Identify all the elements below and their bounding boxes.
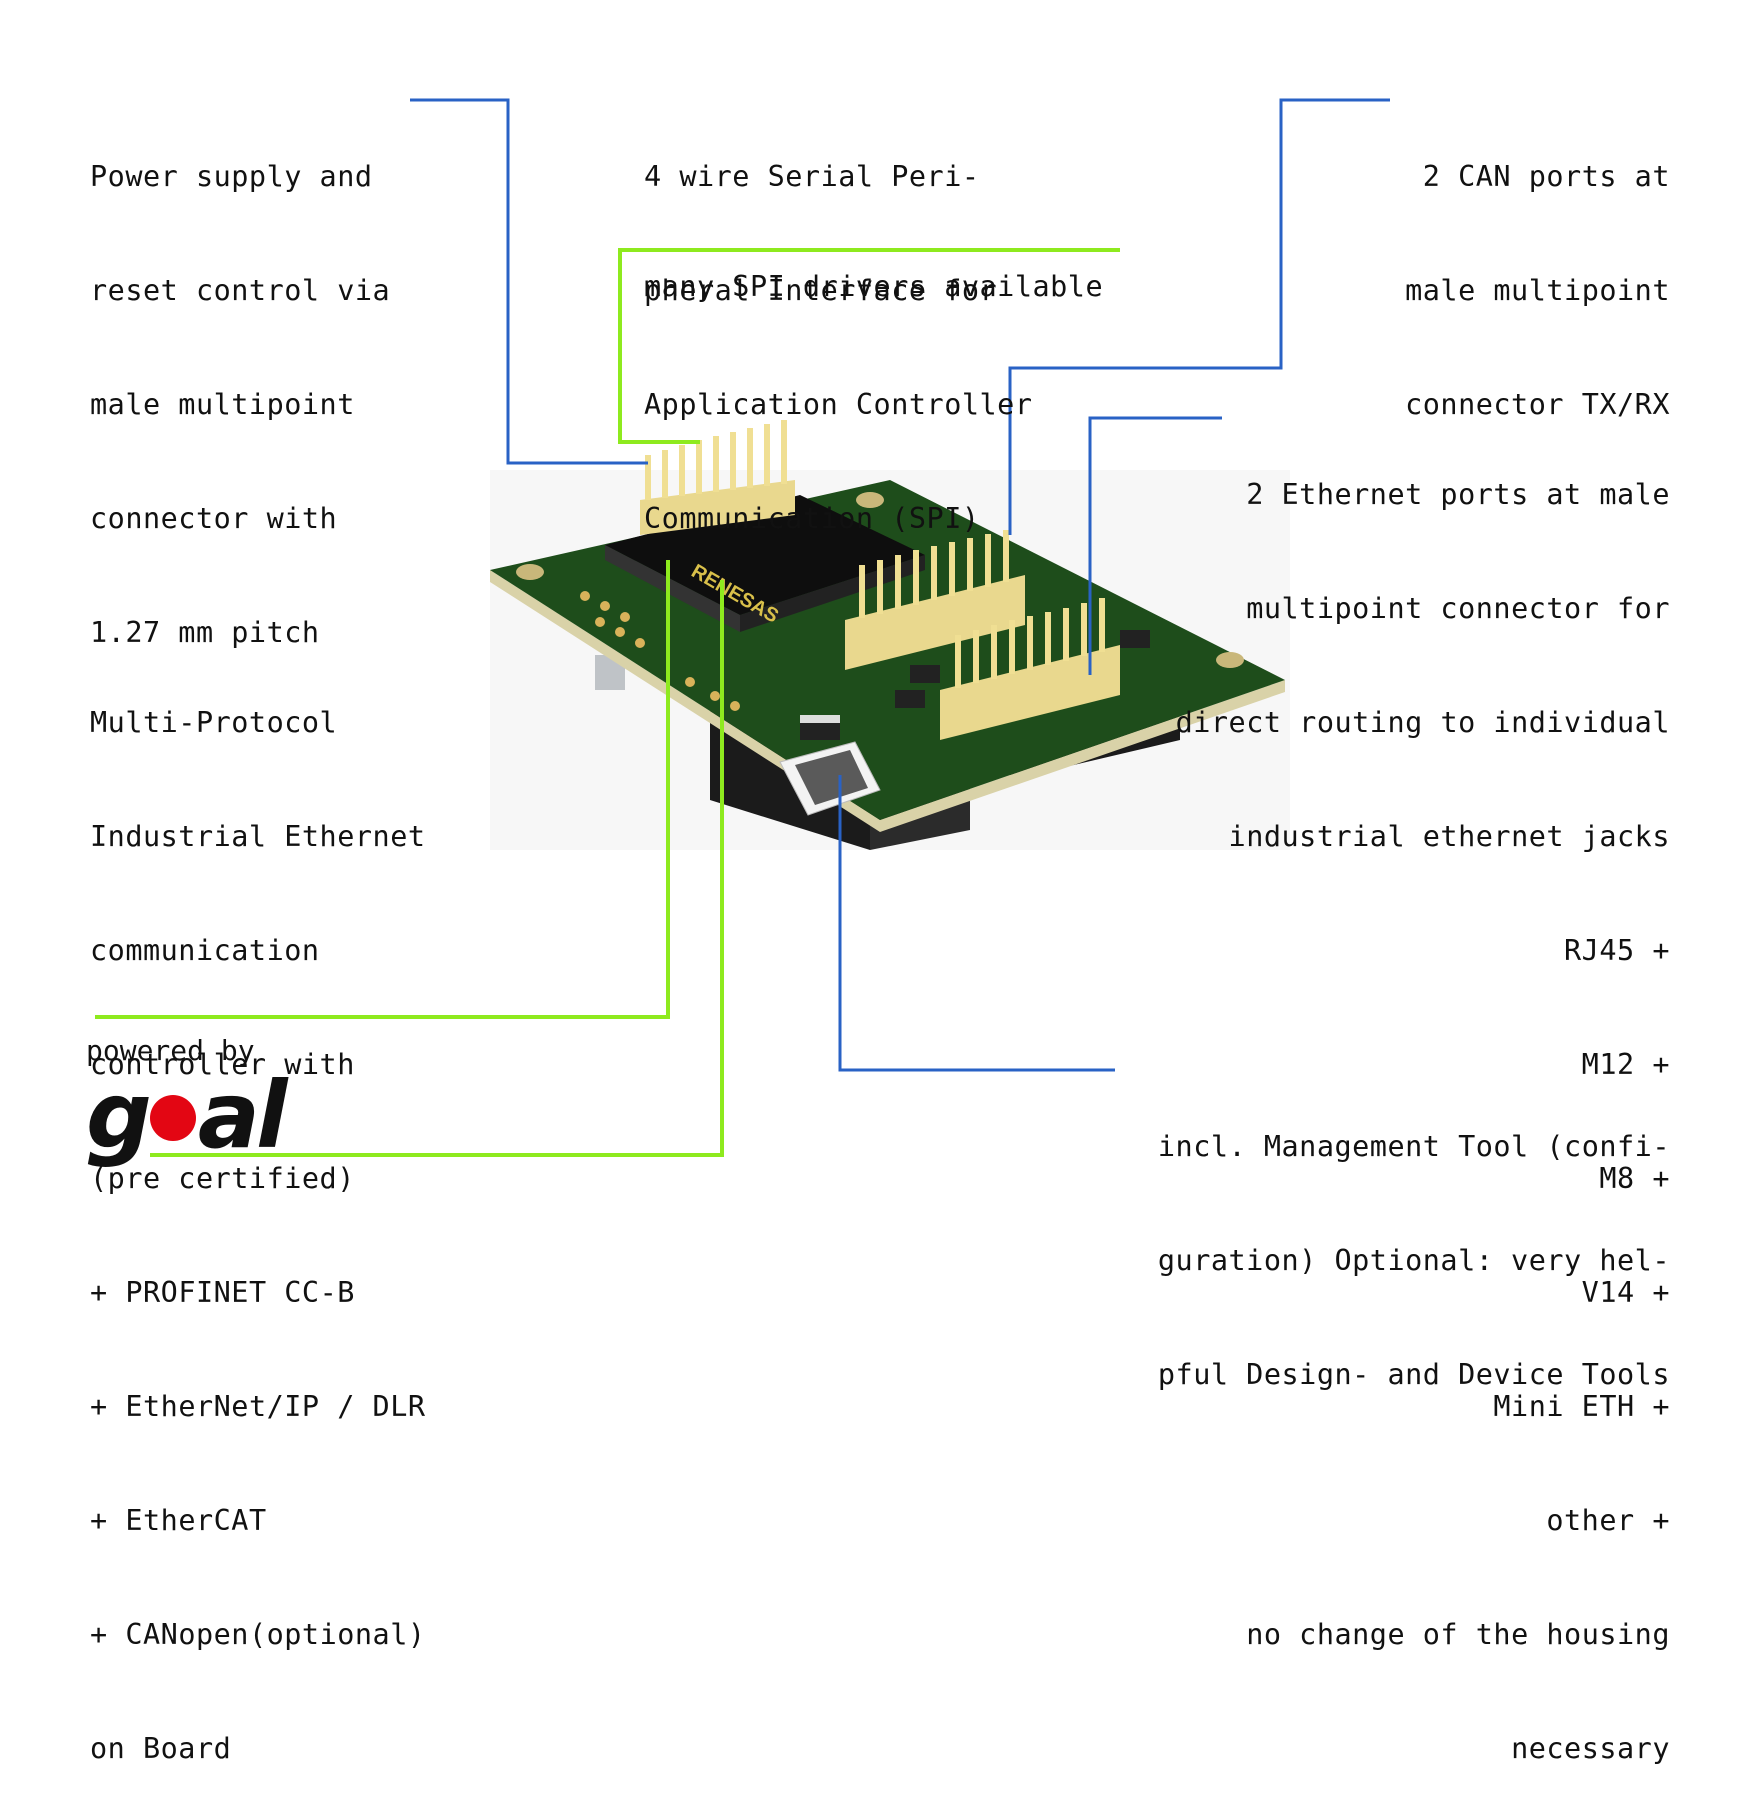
protocol-item: + EtherNet/IP / DLR [90, 1390, 426, 1423]
ethernet-label-line: 2 Ethernet ports at male [1246, 478, 1670, 511]
blue-leader-lines [410, 98, 1390, 1072]
spi-label-line: pheral Interface for [644, 274, 998, 307]
controller-label-line: (pre certified) [90, 1162, 355, 1195]
pads [580, 591, 740, 711]
ethernet-leader-line [1088, 416, 1222, 675]
management-leader-line [838, 775, 1115, 1072]
green-leader-lines [95, 248, 1120, 1157]
spi-drivers-label: many SPI drivers available [644, 270, 1104, 303]
spi-label-line: 4 wire Serial Peri- [644, 160, 980, 193]
management-label-line: guration) Optional: very hel- [1157, 1244, 1670, 1277]
protocol-item: + EtherCAT [90, 1504, 267, 1537]
ethernet-label-line: multipoint connector for [1246, 592, 1670, 625]
mount-hole [856, 492, 884, 508]
board-illustration: RENESAS [95, 98, 1390, 1157]
datamatrix-code [795, 750, 868, 805]
on-board-label: on Board [90, 1732, 232, 1765]
management-label-line: pful Design- and Device Tools [1157, 1358, 1670, 1391]
spi-label: 4 wire Serial Peri- pheral Interface for… [644, 82, 1033, 576]
controller-label-line: Industrial Ethernet [90, 820, 426, 853]
logo-leader-line [150, 580, 724, 1157]
can-pin-header [845, 530, 1025, 670]
goal-logo-dot [149, 1094, 196, 1141]
goal-logo-text: al [197, 1062, 288, 1169]
spi-label-line: Communication (SPI) [644, 502, 980, 535]
jack-item: other + [1546, 1504, 1670, 1537]
jack-item: M8 + [1599, 1162, 1670, 1195]
controller-label: Multi-Protocol Industrial Ethernet commu… [90, 628, 426, 1806]
smd-components [800, 630, 1150, 740]
ethernet-pin-header [940, 598, 1120, 740]
controller-label-line: Multi-Protocol [90, 706, 338, 739]
power-label-line: connector with [90, 502, 338, 535]
can-label-line: male multipoint [1405, 274, 1670, 307]
can-label-line: 2 CAN ports at [1422, 160, 1670, 193]
goal-logo-text: g [86, 1062, 152, 1169]
mount-hole [516, 564, 544, 580]
spi-label-line: Application Controller [644, 388, 1033, 421]
protocol-item: + PROFINET CC-B [90, 1276, 355, 1309]
powered-by-label: powered by [86, 1034, 255, 1067]
controller-label-line: communication [90, 934, 320, 967]
housing-label-line: necessary [1511, 1732, 1670, 1765]
jack-item: RJ45 + [1564, 934, 1670, 967]
power-label-line: male multipoint [90, 388, 355, 421]
management-label: incl. Management Tool (confi- guration) … [1158, 1052, 1670, 1432]
power-label-line: 1.27 mm pitch [90, 616, 320, 649]
main-chip-side [605, 545, 740, 632]
spi-leader-line [618, 248, 1120, 444]
can-label-line: connector TX/RX [1405, 388, 1670, 421]
power-label: Power supply and reset control via male … [90, 82, 390, 690]
can-label: 2 CAN ports at male multipoint connector… [1405, 82, 1670, 462]
controller-leader-line [95, 560, 670, 1019]
controller-label-line: controller with [90, 1048, 355, 1081]
power-label-line: reset control via [90, 274, 391, 307]
housing-label-line: no change of the housing [1246, 1618, 1670, 1651]
management-label-line: incl. Management Tool (confi- [1157, 1130, 1670, 1163]
ethernet-label-line: industrial ethernet jacks [1228, 820, 1670, 853]
ethernet-label-line: direct routing to individual [1175, 706, 1670, 739]
protocol-item: + CANopen(optional) [90, 1618, 426, 1651]
mount-hole [1216, 652, 1244, 668]
can-leader-line [1008, 98, 1390, 535]
power-leader-line [410, 98, 648, 465]
power-label-line: Power supply and [90, 160, 373, 193]
jack-item: M12 + [1581, 1048, 1670, 1081]
